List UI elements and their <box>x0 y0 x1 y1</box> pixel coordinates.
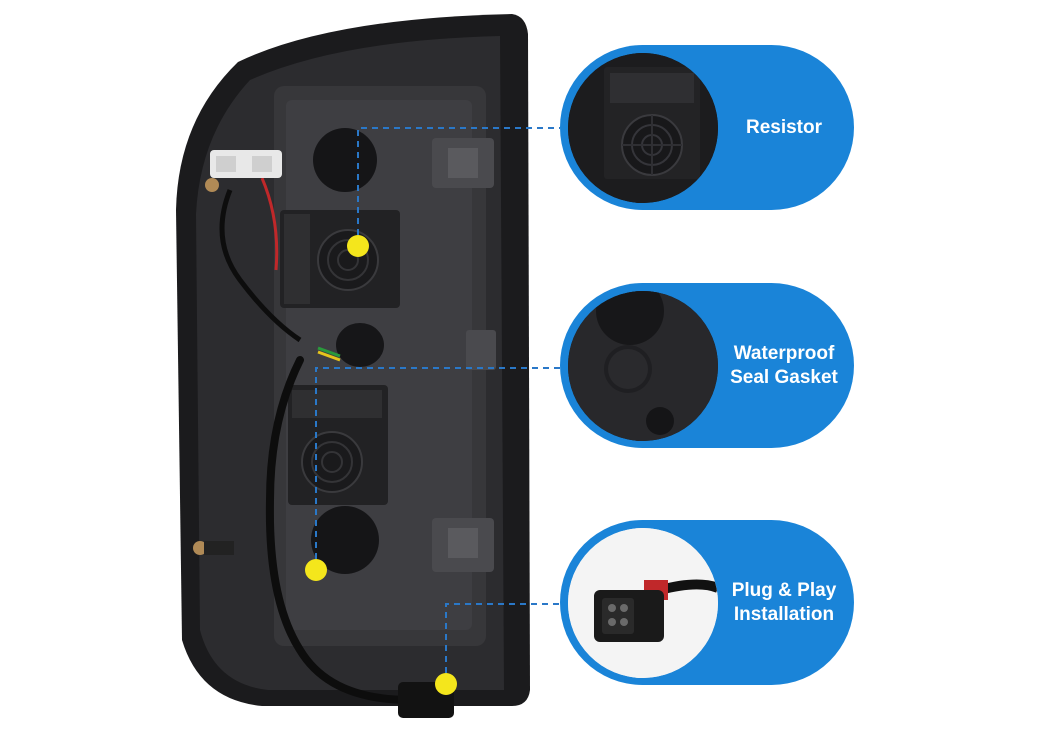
callout-label-plug-and-play: Plug & Play Installation <box>731 579 837 625</box>
leader-line-plug <box>445 603 560 684</box>
resistor-module-photo-icon <box>568 53 718 203</box>
bulb-socket-bottom <box>311 506 379 574</box>
callout-plug-and-play: Plug & Play Installation <box>560 520 854 685</box>
resistor-module-lower <box>288 385 388 505</box>
callout-label-seal-gasket: Waterproof Seal Gasket <box>730 342 838 388</box>
seal-gasket-photo-icon <box>568 291 718 441</box>
marker-dot-plug <box>435 673 457 695</box>
callout-seal-gasket: Waterproof Seal Gasket <box>560 283 854 448</box>
connector-plug-photo-icon <box>568 528 718 678</box>
leader-line-gasket <box>315 367 560 570</box>
marker-dot-resistor <box>347 235 369 257</box>
wire-harness <box>265 356 414 704</box>
callout-label-resistor: Resistor <box>745 116 823 138</box>
leader-lines <box>315 127 560 684</box>
mounting-stud-top <box>205 178 219 192</box>
mounting-stud-bottom <box>193 541 207 555</box>
tail-light-housing <box>176 14 560 718</box>
callout-resistor: Resistor <box>560 45 854 210</box>
resistor-module-upper <box>280 210 400 308</box>
marker-dot-gasket <box>305 559 327 581</box>
mounting-tab-mid <box>466 330 496 370</box>
bulb-socket-top <box>313 128 377 192</box>
